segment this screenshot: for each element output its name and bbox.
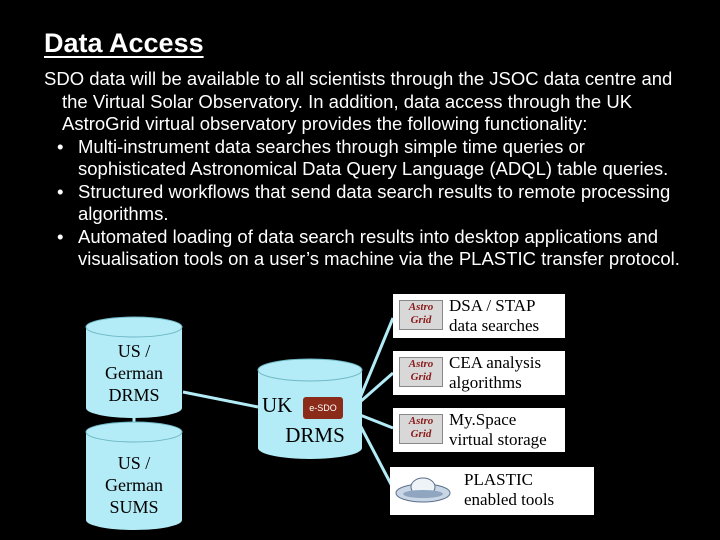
list-item: •Structured workflows that send data sea…	[57, 180, 671, 225]
feature-list: •Multi-instrument data searches through …	[44, 136, 684, 271]
connector-dsa	[358, 317, 395, 399]
us-drms-label: US / German DRMS	[105, 341, 163, 405]
us-uk-connector	[182, 390, 259, 409]
bullet-icon: •	[57, 180, 64, 202]
us-sums-cylinder	[85, 421, 183, 530]
uk-drms-label-top: UK	[262, 393, 293, 417]
uk-drms-label-bottom: DRMS	[285, 423, 345, 447]
us-sums-label: US / German SUMS	[105, 453, 163, 517]
list-item: •Multi-instrument data searches through …	[57, 135, 669, 180]
bullet-icon: •	[57, 135, 64, 157]
slide-body: SDO data will be available to all scient…	[44, 68, 684, 271]
slide-title: Data Access	[44, 28, 204, 58]
us-drms-cylinder	[85, 316, 183, 418]
plastic-logo-icon	[395, 477, 451, 503]
intro-paragraph: SDO data will be available to all scient…	[44, 68, 673, 134]
esdo-logo: e-SDO	[303, 397, 343, 419]
bullet-icon: •	[57, 225, 64, 247]
connector-myspace	[359, 413, 394, 430]
connector-plastic	[358, 424, 395, 489]
list-item: •Automated loading of data search result…	[57, 225, 680, 270]
connector-cea	[359, 371, 394, 404]
